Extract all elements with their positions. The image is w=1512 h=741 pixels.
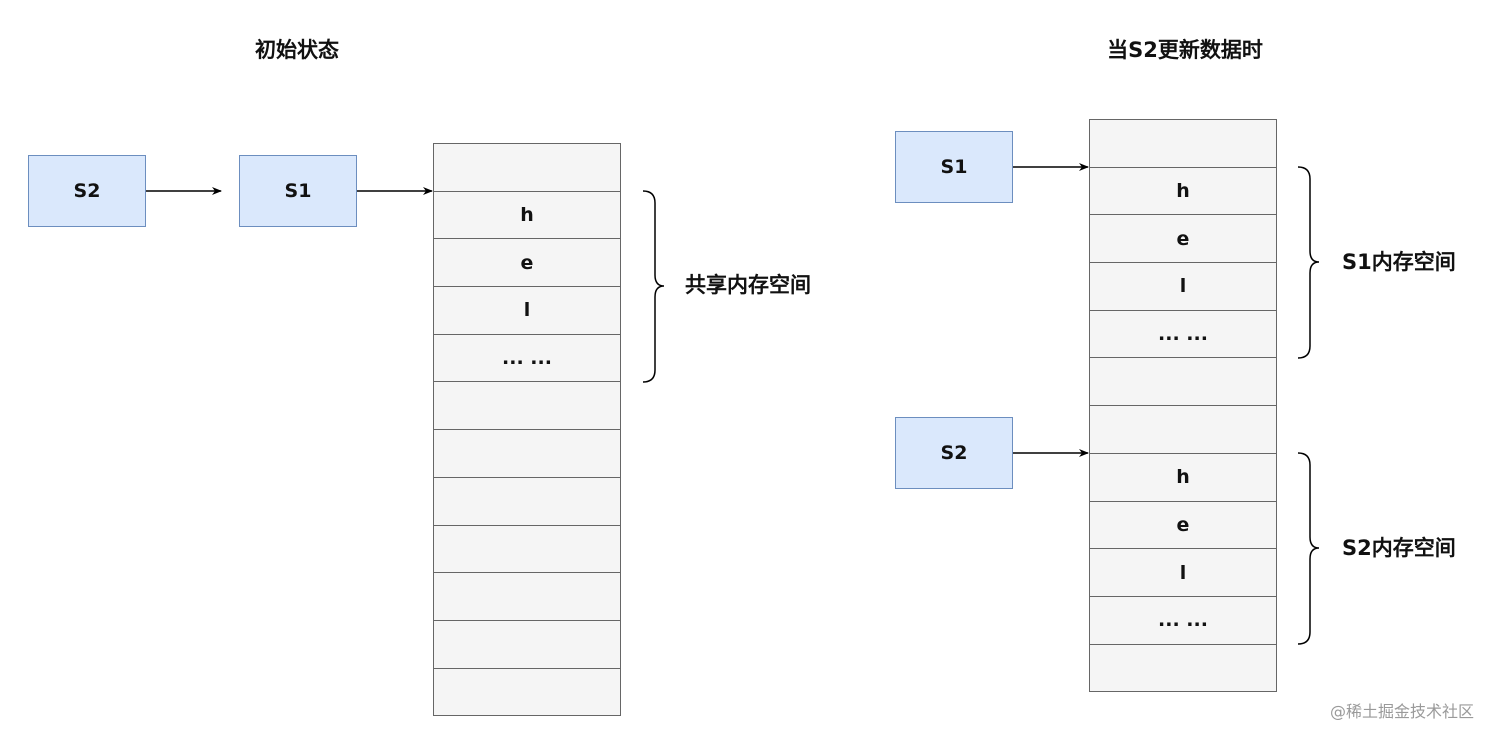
memory-cell: h <box>1090 454 1276 502</box>
memory-cell <box>1090 120 1276 168</box>
memory-cell <box>434 526 620 574</box>
left-panel-title: 初始状态 <box>255 38 339 62</box>
memory-cell: e <box>1090 502 1276 550</box>
watermark-text: @稀土掘金技术社区 <box>1330 702 1475 721</box>
s2-memory-brace <box>1297 452 1320 645</box>
left-s1-box: S1 <box>239 155 357 227</box>
right-s2-box: S2 <box>895 417 1013 489</box>
s1-memory-brace <box>1297 166 1320 359</box>
s1-memory-label: S1内存空间 <box>1342 250 1456 274</box>
left-s2-box: S2 <box>28 155 146 227</box>
memory-cell: h <box>1090 168 1276 216</box>
memory-cell <box>434 621 620 669</box>
memory-cell: ... ... <box>1090 597 1276 645</box>
memory-cell <box>1090 358 1276 407</box>
memory-cell: e <box>434 239 620 288</box>
memory-cell: ... ... <box>1090 311 1276 359</box>
memory-cell <box>434 144 620 192</box>
right-s1-box: S1 <box>895 131 1013 203</box>
right-panel-title: 当S2更新数据时 <box>1107 38 1263 62</box>
shared-memory-brace <box>642 190 665 383</box>
memory-cell <box>434 430 620 478</box>
shared-memory-label: 共享内存空间 <box>685 273 811 297</box>
memory-cell: h <box>434 192 620 240</box>
s2-memory-label: S2内存空间 <box>1342 536 1456 560</box>
memory-cell: l <box>1090 549 1276 597</box>
memory-cell <box>1090 406 1276 454</box>
right-memory-block: h e l ... ... h e l ... ... <box>1089 119 1277 692</box>
memory-cell: e <box>1090 215 1276 264</box>
left-memory-block: h e l ... ... <box>433 143 621 716</box>
memory-cell: ... ... <box>434 335 620 383</box>
memory-cell <box>434 382 620 431</box>
memory-cell: l <box>1090 263 1276 311</box>
memory-cell: l <box>434 287 620 335</box>
memory-cell <box>434 573 620 621</box>
memory-cell <box>434 478 620 526</box>
